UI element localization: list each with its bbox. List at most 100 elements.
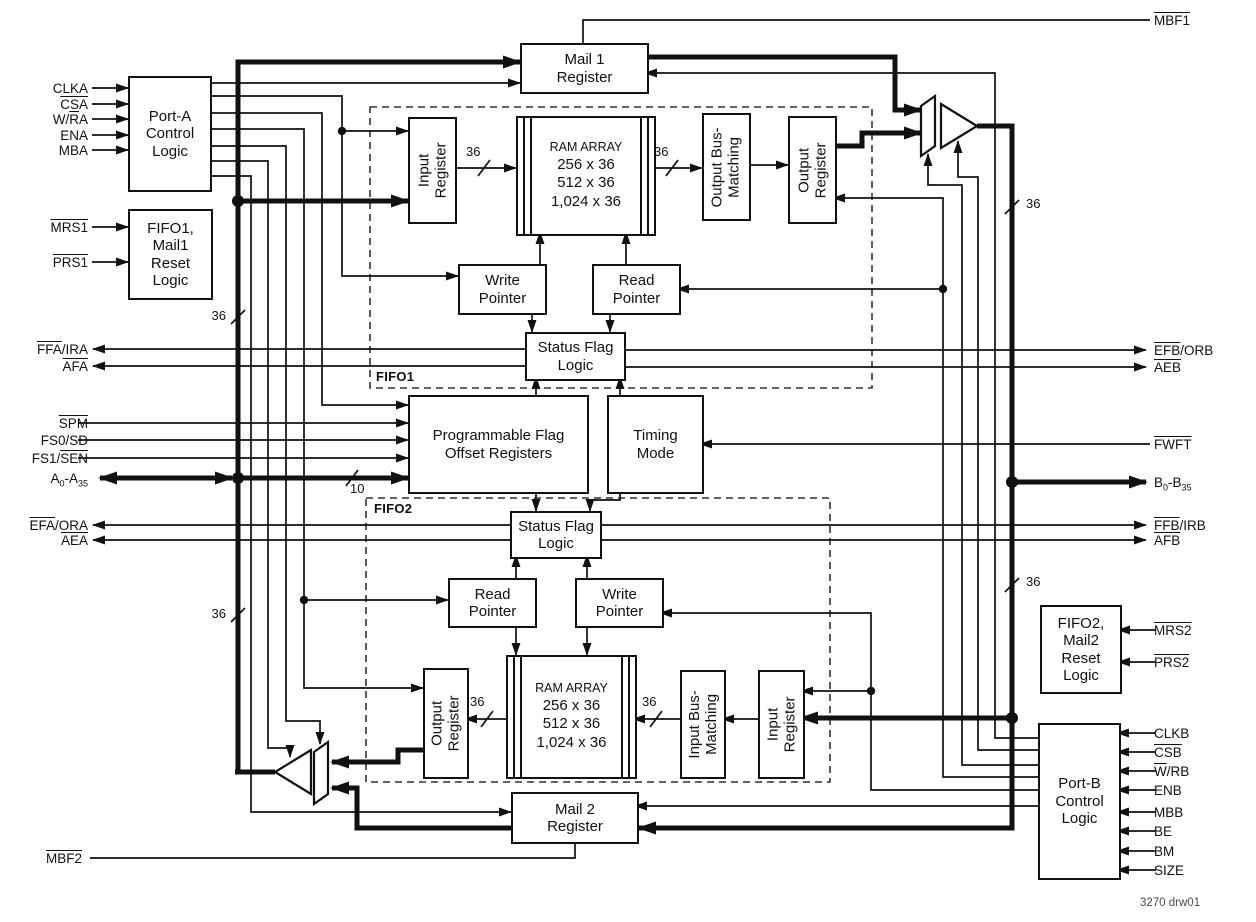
signal-label-efa-ora: EFA/ORA [29, 518, 88, 533]
signal-label-spm: SPM [58, 416, 88, 431]
signal-label-enb: ENB [1154, 783, 1182, 798]
block-write-pointer-fifo1: Write Pointer [458, 264, 547, 315]
block-write-pointer-fifo2: Write Pointer [575, 578, 664, 628]
block-label: Input Bus- Matching [685, 690, 720, 759]
signal-label-wrb: W/RB [1154, 764, 1190, 779]
block-port-a-control-logic: Port-A Control Logic [128, 76, 212, 192]
block-timing-mode: Timing Mode [607, 395, 704, 494]
ram-stripe [628, 657, 630, 777]
signal-label-fs1-sen: FS1/SEN [31, 451, 88, 466]
signal-label-clka: CLKA [52, 81, 88, 96]
bus-width-label-a-lower: 36 [211, 606, 226, 621]
ram-stripe [640, 118, 642, 234]
block-label: Port-A Control Logic [145, 107, 195, 160]
signal-label-fs0-sd: FS0/SD [40, 433, 88, 448]
block-ram-array-fifo2: RAM ARRAY 256 x 36 512 x 36 1,024 x 36 [506, 655, 637, 779]
ram-stripe [523, 118, 525, 234]
ram-array-sizes: 256 x 36 512 x 36 1,024 x 36 [550, 155, 622, 211]
tristate-buffer-port-b-output [919, 93, 980, 159]
bus-width-label-a-upper: 36 [211, 308, 226, 323]
signal-label-mba: MBA [58, 143, 88, 158]
block-label: Write Pointer [595, 585, 644, 620]
block-mail2-register: Mail 2 Register [511, 792, 639, 844]
block-label: Read Pointer [612, 272, 661, 307]
signal-label-clkb: CLKB [1154, 726, 1190, 741]
bus-width-label-b-upper: 36 [1026, 196, 1041, 211]
block-label: Output Bus- Matching [709, 126, 744, 208]
signal-label-csb: CSB [1154, 745, 1182, 760]
bus-width-slashes [230, 159, 1020, 728]
tristate-buffer-port-a-output [272, 739, 330, 807]
signal-label-prs1: PRS1 [52, 255, 88, 270]
control-wires [78, 19, 1156, 875]
block-output-register-fifo2: Output Register [423, 668, 469, 779]
bus-width-label-b-lower: 36 [1026, 574, 1041, 589]
bus-width-label-fifo1-in: 36 [466, 144, 481, 159]
block-label: Mail 1 Register [556, 51, 613, 86]
bus-width-label-fifo2-in: 36 [642, 694, 657, 709]
block-label: Output Register [428, 695, 464, 752]
signal-label-b0-b35: B0-B35 [1154, 475, 1192, 493]
ram-array-sizes: 256 x 36 512 x 36 1,024 x 36 [536, 696, 607, 752]
block-input-register-fifo1: Input Register [408, 117, 457, 224]
signal-label-afb: AFB [1154, 533, 1181, 548]
signal-label-mrs2: MRS2 [1154, 623, 1192, 638]
block-label: FIFO1, Mail1 Reset Logic [147, 219, 194, 289]
fifo2-boundary-label: FIFO2 [374, 501, 413, 516]
block-mail1-register: Mail 1 Register [520, 43, 649, 94]
signal-label-prs2: PRS2 [1154, 655, 1190, 670]
signal-label-ffb-irb: FFB/IRB [1154, 518, 1206, 533]
block-label: Status Flag Logic [518, 517, 594, 552]
signal-label-ena: ENA [60, 128, 88, 143]
block-label: Mail 2 Register [547, 800, 603, 835]
block-fifo1-mail1-reset-logic: FIFO1, Mail1 Reset Logic [128, 209, 213, 300]
block-output-register-fifo1: Output Register [788, 116, 837, 224]
ram-stripe [520, 657, 522, 777]
block-read-pointer-fifo2: Read Pointer [448, 578, 537, 628]
block-label: Input Register [415, 142, 450, 199]
signal-label-afa: AFA [62, 359, 88, 374]
block-label: FIFO2, Mail2 Reset Logic [1057, 614, 1105, 684]
signal-label-mbf2: MBF2 [45, 851, 82, 866]
signal-label-aeb: AEB [1154, 360, 1182, 375]
drawing-number: 3270 drw01 [1140, 897, 1201, 909]
signal-label-mbf1: MBF1 [1154, 13, 1191, 28]
bus-width-label-fifo1-out: 36 [654, 144, 669, 159]
bus-width-label-offset-10: 10 [350, 481, 365, 496]
block-label: Write Pointer [478, 272, 527, 307]
block-label: Input Register [764, 696, 799, 753]
block-output-bus-matching-fifo1: Output Bus- Matching [702, 113, 751, 221]
signal-label-mbb: MBB [1154, 805, 1184, 820]
ram-stripe [513, 657, 515, 777]
block-label: Timing Mode [633, 427, 678, 462]
block-label: Status Flag Logic [537, 339, 614, 374]
block-status-flag-logic-fifo2: Status Flag Logic [510, 511, 602, 559]
signal-label-wra: W/RA [52, 112, 88, 127]
ram-array-title: RAM ARRAY [549, 140, 623, 155]
bus-width-label-fifo2-out: 36 [470, 694, 485, 709]
signal-label-bm: BM [1154, 844, 1175, 859]
block-programmable-flag-offset-registers: Programmable Flag Offset Registers [408, 395, 589, 494]
signal-label-fwft: FWFT [1154, 437, 1192, 452]
signal-label-aea: AEA [60, 533, 88, 548]
block-fifo2-mail2-reset-logic: FIFO2, Mail2 Reset Logic [1040, 605, 1122, 694]
signal-label-efb-orb: EFB/ORB [1154, 343, 1214, 358]
ram-stripe [647, 118, 649, 234]
block-status-flag-logic-fifo1: Status Flag Logic [525, 332, 626, 381]
block-input-bus-matching-fifo2: Input Bus- Matching [680, 670, 726, 779]
block-ram-array-fifo1: RAM ARRAY 256 x 36 512 x 36 1,024 x 36 [516, 116, 656, 236]
block-label: Port-B Control Logic [1055, 775, 1104, 828]
block-port-b-control-logic: Port-B Control Logic [1038, 723, 1121, 880]
signal-label-csa: CSA [60, 97, 88, 112]
signal-label-a0-a35: A0-A35 [50, 471, 88, 489]
block-label: Output Register [795, 142, 830, 198]
signal-label-size: SIZE [1154, 863, 1185, 878]
fifo1-boundary-label: FIFO1 [376, 369, 415, 384]
block-label: Read Pointer [468, 585, 517, 620]
signal-label-be: BE [1154, 824, 1173, 839]
block-read-pointer-fifo1: Read Pointer [592, 264, 681, 315]
signal-label-mrs1: MRS1 [50, 220, 88, 235]
junction-dots [232, 126, 1018, 724]
